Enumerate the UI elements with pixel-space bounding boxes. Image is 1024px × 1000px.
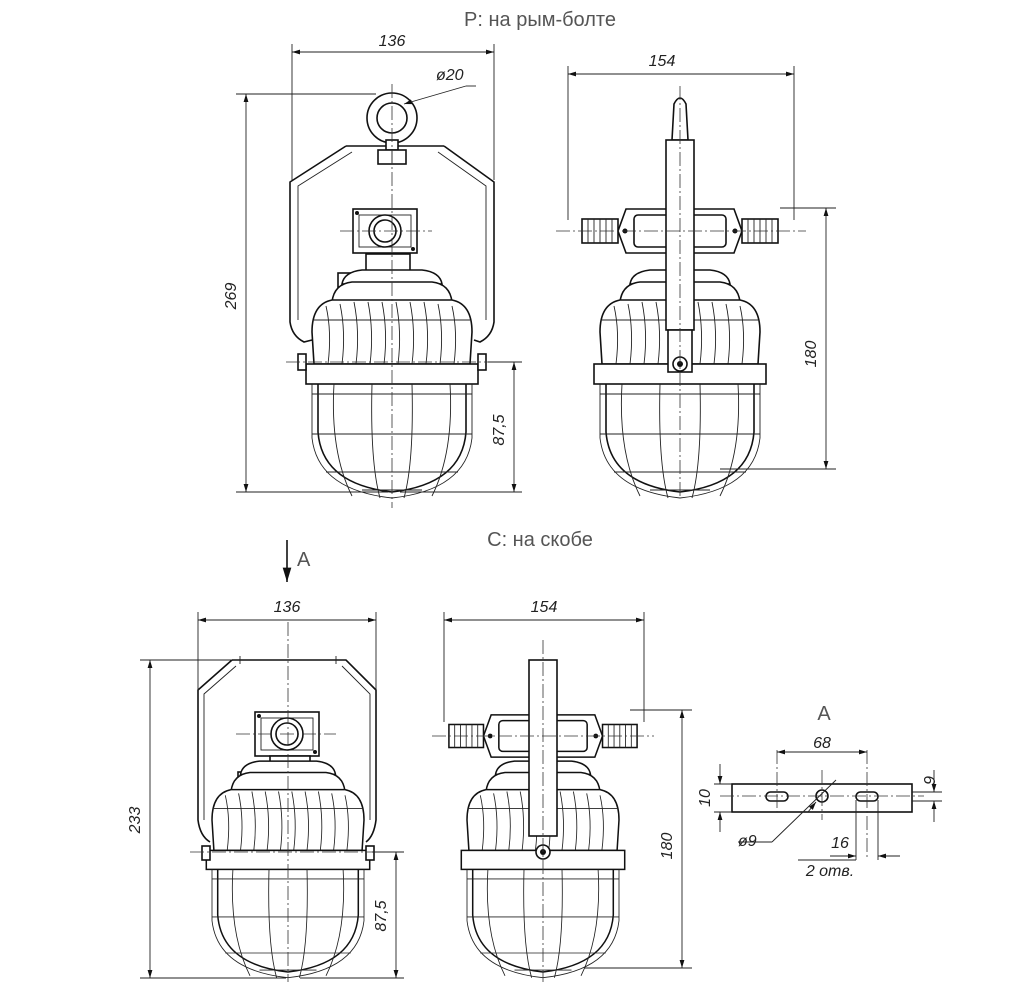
top-front-view [286,84,500,508]
dim-bottom-side-height: 180 [584,709,692,969]
dim-87-5-bottom: 87,5 [373,900,390,931]
dim-bottom-height: 233 [127,659,286,979]
dim-269: 269 [223,283,240,311]
top-section-title: P: на рым-болте [464,9,616,31]
dim-bottom-lower: 87,5 [300,851,404,979]
dim-136-top: 136 [379,33,406,50]
top-side-view [556,86,806,499]
dim-87-5-top: 87,5 [491,414,508,445]
dim-eye-diameter: ø20 [403,67,476,105]
bottom-section-title: С: на скобе [487,529,593,551]
dim-top-lower: 87,5 [400,361,522,493]
holes-note: 2 отв. [805,863,854,880]
dim-154-top: 154 [649,53,676,70]
dim-top-height: 269 [223,93,388,493]
dim-bottom-front-width: 136 [197,599,377,690]
dim-180-top: 180 [803,341,820,368]
view-a-detail: A 68 6 10 ø9 [697,703,942,880]
dim-6: 6 [920,776,937,785]
dim-154-bottom: 154 [531,599,558,616]
bottom-front-view [190,622,390,982]
dim-eye-diameter-label: ø20 [436,67,464,84]
dim-68: 68 [813,735,831,752]
dim-233: 233 [127,807,144,835]
dim-top-side-width: 154 [567,53,795,220]
dim-10: 10 [697,789,714,807]
view-a-label: A [817,703,831,725]
view-a-arrow-label: A [297,549,311,571]
dim-top-side-height: 180 [720,207,836,470]
dim-16: 16 [831,835,849,852]
dim-hole-diameter: ø9 [738,833,757,850]
view-a-arrow: A [282,540,311,582]
dim-136-bottom: 136 [274,599,301,616]
dim-bottom-side-width: 154 [443,599,645,722]
bottom-side-view [432,640,654,982]
dim-180-bottom: 180 [659,833,676,860]
dim-top-front-width: 136 [291,33,495,180]
